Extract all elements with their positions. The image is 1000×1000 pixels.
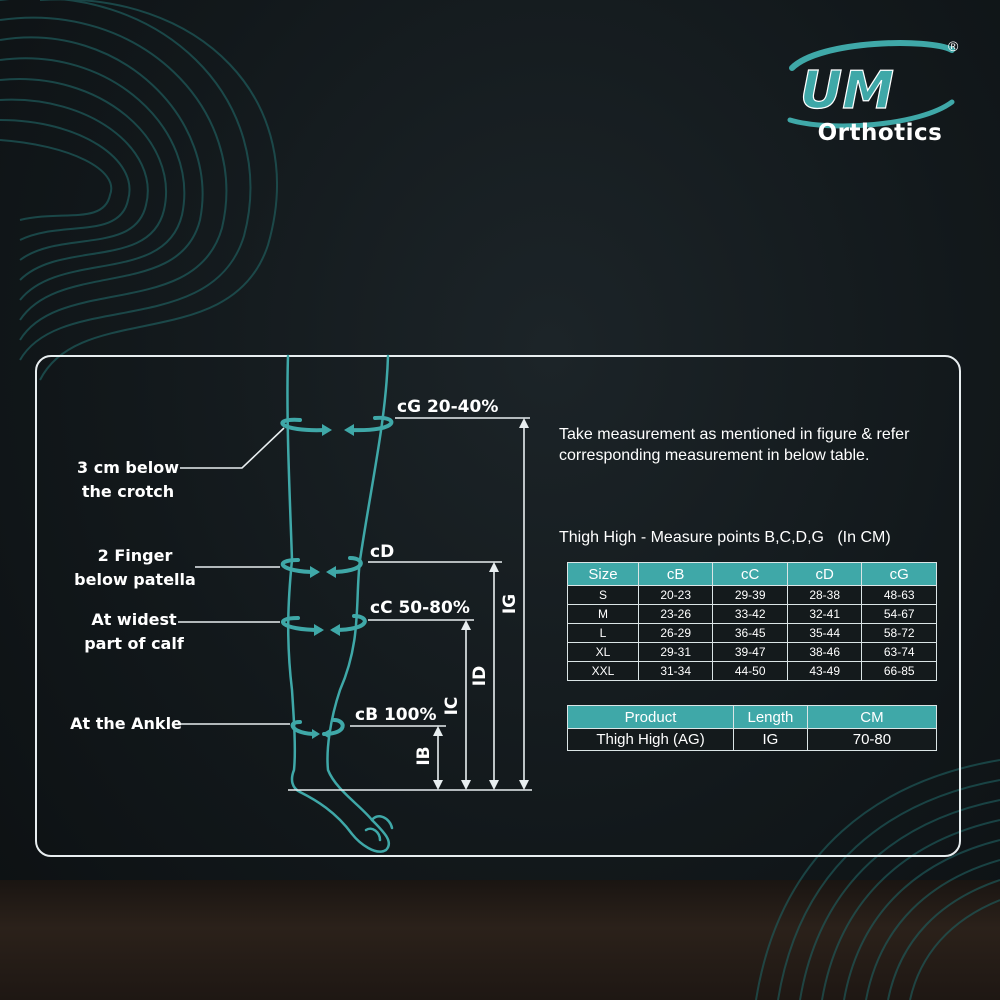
header-length: Length xyxy=(733,705,808,729)
header-cm: CM xyxy=(806,705,938,729)
measure-cG: cG 20-40% xyxy=(397,397,499,417)
callout-calf: At widest part of calf xyxy=(84,610,184,653)
cell-cG: 48-63 xyxy=(861,585,937,605)
length-IG: IG xyxy=(500,593,520,615)
header-cC: cC xyxy=(712,562,788,586)
leg-outline-left xyxy=(286,354,302,794)
band-cC-left xyxy=(281,616,322,632)
size-table: Size cB cC cD cG S 20-23 29-39 28-38 48-… xyxy=(567,562,937,681)
band-cC-right xyxy=(332,614,367,632)
cell-cC: 36-45 xyxy=(712,623,788,643)
header-cG: cG xyxy=(861,562,937,586)
band-cG-left xyxy=(280,417,328,433)
band-cG-right xyxy=(348,415,394,433)
instructions-text: Take measurement as mentioned in figure … xyxy=(559,426,910,464)
band-cD-left xyxy=(280,558,318,574)
cell-cC: 39-47 xyxy=(712,642,788,662)
length-IC: IC xyxy=(442,696,462,716)
band-cD-right xyxy=(328,556,363,574)
product-table: Product Length CM Thigh High (AG) IG 70-… xyxy=(566,705,938,751)
cell-cB: 26-29 xyxy=(637,623,714,643)
cell-cG: 66-85 xyxy=(861,661,937,681)
callout-ankle: At the Ankle xyxy=(70,714,182,733)
cell-cB: 20-23 xyxy=(637,585,714,605)
header-product: Product xyxy=(566,705,735,729)
cell-cm: 70-80 xyxy=(806,728,938,751)
callout-patella: 2 Finger below patella xyxy=(74,546,196,589)
foot-toes xyxy=(364,815,394,842)
callout-line-crotch xyxy=(180,427,285,469)
cell-cC: 33-42 xyxy=(712,604,788,624)
table-row: M 23-26 33-42 32-41 54-67 xyxy=(567,604,937,624)
measure-cD: cD xyxy=(370,542,395,562)
header-cB: cB xyxy=(637,562,714,586)
cell-cB: 23-26 xyxy=(637,604,714,624)
table-row: S 20-23 29-39 28-38 48-63 xyxy=(567,585,937,605)
cell-cG: 58-72 xyxy=(861,623,937,643)
header-cD: cD xyxy=(786,562,863,586)
header-size: Size xyxy=(567,562,639,586)
table-row: Thigh High (AG) IG 70-80 xyxy=(566,728,938,751)
sizing-panel xyxy=(35,355,961,857)
measure-cB: cB 100% xyxy=(355,705,437,725)
brand-name: Orthotics xyxy=(817,120,943,146)
size-table-header-row: Size cB cC cD cG xyxy=(567,562,937,586)
um-logo-mark: UM xyxy=(787,40,955,129)
registered-mark: ® xyxy=(948,38,959,54)
cell-cD: 32-41 xyxy=(786,604,863,624)
cell-cB: 31-34 xyxy=(637,661,714,681)
product-table-header-row: Product Length CM xyxy=(566,705,938,729)
cell-cG: 54-67 xyxy=(861,604,937,624)
band-cB-left xyxy=(290,720,318,736)
cell-size: S xyxy=(567,585,639,605)
cell-cB: 29-31 xyxy=(637,642,714,662)
cell-cD: 28-38 xyxy=(786,585,863,605)
table-row: XL 29-31 39-47 38-46 63-74 xyxy=(567,642,937,662)
size-table-title: Thigh High - Measure points B,C,D,G (In … xyxy=(559,529,891,546)
measure-cC: cC 50-80% xyxy=(370,598,470,618)
leg-outline-right xyxy=(298,354,391,853)
cell-size: L xyxy=(567,623,639,643)
cell-length: IG xyxy=(733,728,808,751)
cell-cD: 35-44 xyxy=(786,623,863,643)
wooden-floor xyxy=(0,880,1000,1000)
cell-size: XXL xyxy=(567,661,639,681)
logo-mark-text: UM xyxy=(800,61,894,121)
cell-size: XL xyxy=(567,642,639,662)
length-IB: IB xyxy=(414,746,434,766)
cell-cG: 63-74 xyxy=(861,642,937,662)
cell-cC: 44-50 xyxy=(712,661,788,681)
cell-size: M xyxy=(567,604,639,624)
table-row: L 26-29 36-45 35-44 58-72 xyxy=(567,623,937,643)
length-ID: ID xyxy=(470,665,490,687)
cell-cD: 43-49 xyxy=(786,661,863,681)
cell-product: Thigh High (AG) xyxy=(566,728,735,751)
callout-crotch: 3 cm below the crotch xyxy=(77,458,179,501)
cell-cD: 38-46 xyxy=(786,642,863,662)
table-row: XXL 31-34 44-50 43-49 66-85 xyxy=(567,661,937,681)
cell-cC: 29-39 xyxy=(712,585,788,605)
um-orthotics-logo: UM ® Orthotics xyxy=(780,30,970,170)
